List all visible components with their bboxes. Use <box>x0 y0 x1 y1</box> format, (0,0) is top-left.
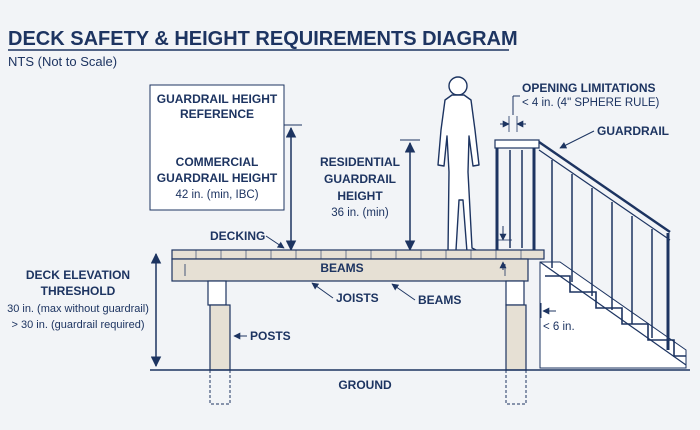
person-silhouette <box>437 76 481 253</box>
stair-handrail <box>538 140 671 234</box>
elevation-label-line3: 30 in. (max without guardrail) <box>7 303 149 315</box>
residential-value: 36 in. (min) <box>331 207 389 219</box>
residential-label-line1: RESIDENTIAL <box>320 155 400 169</box>
post-cap-right <box>505 280 525 306</box>
beams-top-label: BEAMS <box>320 261 363 275</box>
residential-label-line2: GUARDRAIL <box>324 172 396 186</box>
footing-right <box>505 369 527 405</box>
stair-side-fill <box>539 261 687 369</box>
guardrail-reference-box <box>149 84 285 211</box>
post-right <box>505 304 527 371</box>
joists-leader <box>311 282 334 299</box>
step-gap-label: < 6 in. <box>543 321 575 333</box>
decking-boards <box>171 249 545 260</box>
stair-treads <box>545 275 686 357</box>
stair-handrail-lower <box>538 149 671 241</box>
diagram-title: DECK SAFETY & HEIGHT REQUIREMENTS DIAGRA… <box>8 28 518 50</box>
opening-rule: < 4 in. (4" SPHERE RULE) <box>522 97 660 109</box>
reference-heading-line1: GUARDRAIL HEIGHT <box>157 92 278 106</box>
elevation-label-line4: > 30 in. (guardrail required) <box>12 319 145 331</box>
guardrail-leader <box>559 130 595 149</box>
diagram-subtitle: NTS (Not to Scale) <box>8 54 117 69</box>
opening-label: OPENING LIMITATIONS <box>522 81 656 95</box>
residential-label-line3: HEIGHT <box>337 189 383 203</box>
decking-label: DECKING <box>210 229 265 243</box>
stair-assembly <box>539 261 687 369</box>
beam-band <box>171 258 529 282</box>
commercial-label-line2: GUARDRAIL HEIGHT <box>157 171 278 185</box>
post-left <box>209 304 231 371</box>
decking-joints <box>195 250 522 259</box>
elevation-label-line1: DECK ELEVATION <box>26 268 130 282</box>
reference-heading-line2: REFERENCE <box>180 107 254 121</box>
top-rail-platform <box>494 139 540 149</box>
beams-lower-label: BEAMS <box>418 293 461 307</box>
commercial-label-line1: COMMERCIAL <box>176 155 259 169</box>
footing-left <box>209 369 231 405</box>
elevation-label-line2: THRESHOLD <box>41 284 116 298</box>
beams-lower-leader <box>391 283 416 301</box>
post-cap-left <box>207 280 227 306</box>
stair-stringer <box>539 261 687 366</box>
decking-leader <box>265 235 285 249</box>
guardrail-structure <box>494 139 671 350</box>
joists-label: JOISTS <box>336 291 379 305</box>
posts-label: POSTS <box>250 329 291 343</box>
ground-label: GROUND <box>338 378 392 392</box>
commercial-value: 42 in. (min, IBC) <box>175 189 258 201</box>
guardrail-label: GUARDRAIL <box>597 124 669 138</box>
